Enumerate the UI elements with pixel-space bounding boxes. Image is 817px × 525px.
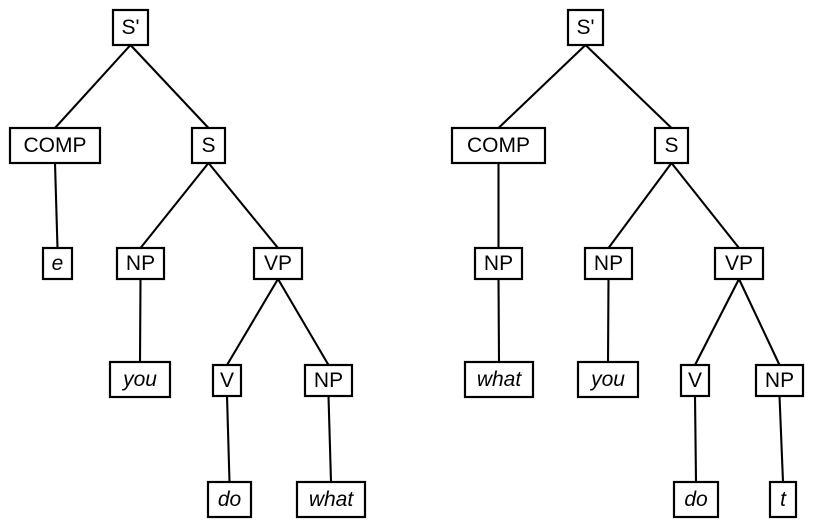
node-box-R10 xyxy=(754,363,805,398)
tree-node-L4: e xyxy=(41,246,74,281)
branch-line-R10-R12 xyxy=(778,395,785,483)
node-box-R12 xyxy=(768,480,798,519)
node-label-R9: V xyxy=(688,369,702,392)
tree-node-L10: do xyxy=(206,480,253,519)
node-label-L6: VP xyxy=(264,252,292,275)
deep-structure-tree-edges xyxy=(53,44,333,483)
node-box-L10 xyxy=(206,480,253,519)
tree-node-L3: S xyxy=(190,126,227,165)
branch-line-L1-L3 xyxy=(129,44,210,129)
node-label-L1: S' xyxy=(121,16,139,39)
tree-node-R8: you xyxy=(576,360,640,399)
branch-line-L3-L5 xyxy=(139,162,210,249)
tree-node-R7: what xyxy=(463,360,535,399)
node-box-L9 xyxy=(303,363,354,398)
tree-node-R3: S xyxy=(653,126,690,165)
node-box-R7 xyxy=(463,360,535,399)
tree-node-L9: NP xyxy=(303,363,354,398)
tree-node-R4: NP xyxy=(473,246,524,281)
node-box-R2 xyxy=(450,126,547,165)
tree-node-R11: do xyxy=(672,480,720,519)
node-label-R12: t xyxy=(780,488,787,511)
tree-node-L7: you xyxy=(108,360,172,399)
tree-node-L2: COMP xyxy=(8,126,102,165)
tree-node-R9: V xyxy=(679,363,711,398)
tree-node-L5: NP xyxy=(115,246,166,281)
surface-structure-tree-edges xyxy=(497,44,785,483)
node-box-L5 xyxy=(115,246,166,281)
tree-node-L11: what xyxy=(295,480,367,519)
node-box-R4 xyxy=(473,246,524,281)
branch-line-L9-L11 xyxy=(327,395,333,483)
branch-line-R9-R11 xyxy=(693,395,698,483)
branch-line-L3-L6 xyxy=(207,162,279,249)
branch-line-L2-L4 xyxy=(53,162,59,249)
branch-line-L1-L2 xyxy=(54,44,132,129)
node-label-R7: what xyxy=(477,368,523,391)
node-label-R2: COMP xyxy=(467,134,530,157)
branch-line-L8-L10 xyxy=(225,395,231,483)
node-label-L10: do xyxy=(218,488,242,511)
branch-line-R3-R6 xyxy=(670,162,740,249)
node-label-L9: NP xyxy=(314,369,343,392)
node-label-R4: NP xyxy=(484,252,513,275)
node-box-R9 xyxy=(679,363,711,398)
node-box-R6 xyxy=(713,246,765,281)
node-box-L2 xyxy=(8,126,102,165)
branch-line-R1-R3 xyxy=(584,44,673,129)
node-label-R1: S' xyxy=(576,16,594,39)
branch-line-R6-R10 xyxy=(738,278,781,366)
node-box-L3 xyxy=(190,126,227,165)
node-box-R3 xyxy=(653,126,690,165)
tree-node-L8: V xyxy=(211,363,243,398)
node-box-R11 xyxy=(672,480,720,519)
branch-line-R3-R5 xyxy=(607,162,673,249)
node-box-R1 xyxy=(566,8,605,47)
node-label-L5: NP xyxy=(126,252,155,275)
tree-node-R10: NP xyxy=(754,363,805,398)
node-box-L11 xyxy=(295,480,367,519)
tree-node-R2: COMP xyxy=(450,126,547,165)
node-label-R3: S xyxy=(664,134,678,157)
branch-line-L6-L8 xyxy=(226,278,279,366)
node-box-L8 xyxy=(211,363,243,398)
node-label-L2: COMP xyxy=(24,134,87,157)
tree-node-R5: NP xyxy=(583,246,634,281)
node-box-R8 xyxy=(576,360,640,399)
branch-line-R4-R7 xyxy=(497,278,501,363)
branch-line-L5-L7 xyxy=(138,278,142,363)
node-label-L4: e xyxy=(52,252,64,275)
tree-node-L6: VP xyxy=(252,246,304,281)
node-box-L7 xyxy=(108,360,172,399)
node-label-L8: V xyxy=(220,369,234,392)
node-label-R10: NP xyxy=(765,369,794,392)
node-label-R6: VP xyxy=(725,252,753,275)
node-box-L1 xyxy=(111,8,150,47)
tree-node-R1: S' xyxy=(566,8,605,47)
node-label-R11: do xyxy=(684,488,708,511)
branch-line-R1-R2 xyxy=(497,44,587,129)
branch-line-R6-R9 xyxy=(694,278,740,366)
surface-structure-tree-nodes: S' COMP S NP NP VP what you V NP do t xyxy=(450,8,805,519)
branch-line-R5-R8 xyxy=(606,278,610,363)
node-label-L7: you xyxy=(121,368,157,391)
node-box-L6 xyxy=(252,246,304,281)
tree-node-R12: t xyxy=(768,480,798,519)
node-box-L4 xyxy=(41,246,74,281)
node-box-R5 xyxy=(583,246,634,281)
node-label-R8: you xyxy=(589,368,625,391)
node-label-L11: what xyxy=(309,488,355,511)
tree-node-L1: S' xyxy=(111,8,150,47)
node-label-L3: S xyxy=(201,134,215,157)
branch-line-L6-L9 xyxy=(277,278,330,366)
node-label-R5: NP xyxy=(594,252,623,275)
branch-lines-layer xyxy=(53,44,785,483)
tree-node-R6: VP xyxy=(713,246,765,281)
